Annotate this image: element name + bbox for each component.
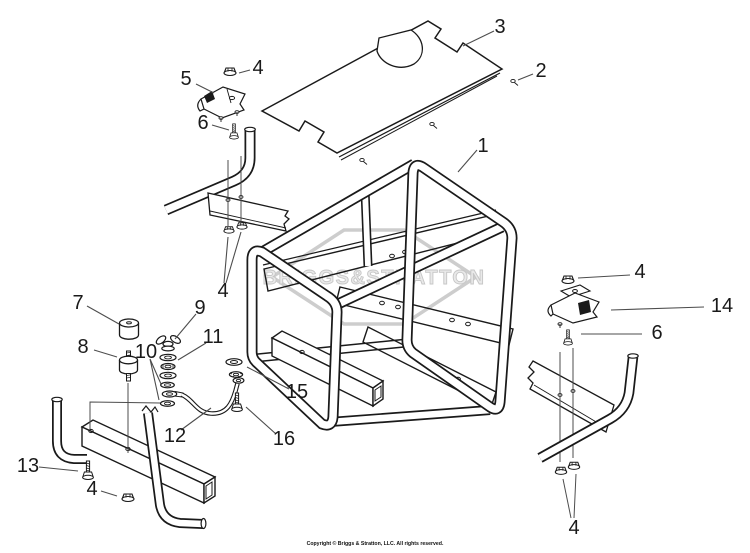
ground-cable-part-12	[180, 377, 245, 416]
frame-cross-beam	[270, 330, 385, 408]
nut-part-4-top-left	[223, 67, 237, 77]
callout-part-15: 15	[285, 381, 309, 403]
callout-part-7: 7	[72, 292, 84, 314]
callout-part-8: 8	[77, 336, 89, 358]
bracket-part-5	[197, 86, 246, 122]
callout-part-4: 4	[634, 261, 646, 283]
callout-part-4: 4	[86, 478, 98, 500]
callout-part-5: 5	[180, 68, 192, 90]
callout-part-12: 12	[163, 425, 187, 447]
washer-part-15	[225, 358, 244, 378]
bolt-part-6-top-left	[229, 123, 239, 140]
callout-part-10: 10	[134, 341, 158, 363]
washer-stack-parts-9-10-11	[155, 335, 184, 407]
callout-part-4: 4	[568, 517, 580, 539]
nut-part-4-right	[561, 275, 575, 285]
callout-part-4: 4	[252, 57, 264, 79]
bracket-part-14	[547, 284, 600, 328]
copyright-notice: Copyright © Briggs & Stratton, LLC. All …	[306, 541, 444, 547]
frame-corner-bottom-right	[527, 348, 639, 519]
vibration-mounts-parts-7-8	[118, 318, 140, 382]
callout-part-14: 14	[710, 295, 734, 317]
callout-part-6: 6	[197, 112, 209, 134]
callout-part-13: 13	[16, 455, 40, 477]
cover-panel-parts-2-3	[260, 20, 504, 161]
callout-part-16: 16	[272, 428, 296, 450]
callout-leader-lines	[38, 30, 705, 497]
cable-ring-terminal	[161, 390, 184, 398]
callout-part-9: 9	[194, 297, 206, 319]
frame-part-1	[246, 159, 518, 431]
panel-screws-part-2	[359, 78, 519, 165]
callout-part-1: 1	[477, 135, 489, 157]
callout-part-11: 11	[202, 326, 224, 348]
bracket-assembly-right	[547, 275, 600, 346]
frame-corner-top-left	[163, 126, 290, 234]
panel-hole	[376, 29, 423, 68]
callout-part-6: 6	[651, 322, 663, 344]
callout-part-3: 3	[494, 16, 506, 38]
assembly-alignment-lines	[89, 383, 161, 453]
callout-part-2: 2	[535, 60, 547, 82]
callout-part-4: 4	[217, 280, 229, 302]
bolt-part-6-right	[563, 329, 573, 346]
bracket-assembly-top-left	[197, 67, 246, 140]
nut-part-4-bottom-left	[121, 493, 135, 503]
foot-assembly-bottom-left	[51, 396, 217, 530]
